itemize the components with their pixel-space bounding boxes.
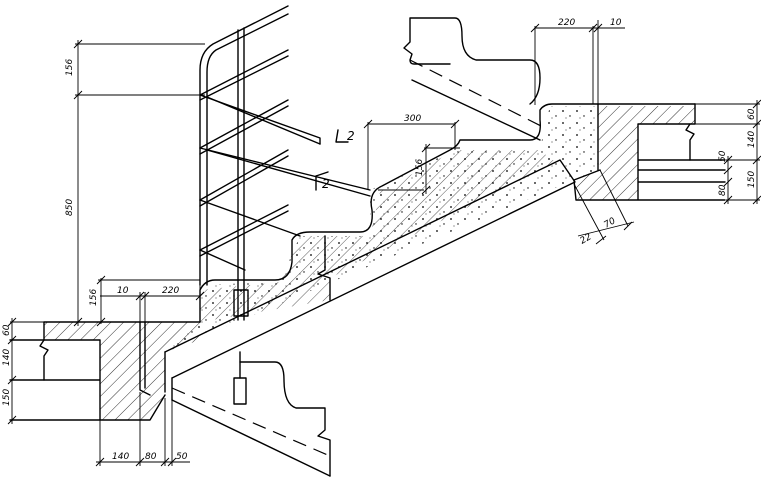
dim-step: 300 156 [363, 114, 460, 195]
section-mark-lower: 2 [315, 171, 330, 191]
stair-soffit [164, 159, 576, 379]
left-slab-outline [9, 321, 201, 421]
dim-bottom-landing-width: 220 [162, 286, 179, 296]
dim-angled-22: 22 [579, 232, 594, 247]
lower-flight-dash [171, 387, 331, 457]
railing-anchor-upper [233, 289, 249, 317]
dim-railing-total: 850 [65, 199, 75, 216]
dim-railing-top: 156 [65, 59, 75, 76]
dim-step-riser: 156 [415, 159, 425, 176]
lower-flight-edge [171, 399, 331, 477]
left-slab-inner [139, 321, 151, 396]
dim-bottom-80: 80 [145, 452, 157, 462]
left-slab-break [39, 339, 49, 381]
right-landing-top [597, 103, 696, 171]
dim-top-landing-width: 220 [558, 18, 575, 28]
soffit-joint-1 [317, 235, 331, 301]
dim-bottom-landing-riser: 156 [89, 289, 99, 306]
dim-left-slab: 60 140 150 [2, 317, 44, 425]
dim-right-slab: 60 140 50 150 80 [695, 99, 761, 205]
dim-right-140: 140 [747, 131, 757, 148]
dim-bottom-50: 50 [176, 452, 188, 462]
railing-balusters [199, 27, 371, 321]
dim-top-landing-gap: 10 [610, 18, 622, 28]
railing-handrail [199, 5, 289, 286]
dim-left-150: 150 [2, 389, 12, 406]
dim-left-140: 140 [2, 349, 12, 366]
stair-flight-hatch [200, 150, 560, 322]
dim-left-60: 60 [2, 324, 12, 336]
dim-right-50: 50 [718, 150, 728, 162]
railing-anchor-lower [233, 377, 247, 405]
stair-soffit-lower [164, 351, 173, 401]
dim-right-60: 60 [747, 108, 757, 120]
dim-bottom-landing: 10 220 156 [89, 275, 205, 327]
dim-step-tread: 300 [404, 114, 421, 124]
section-mark-upper: 2 [335, 129, 355, 143]
dim-right-80: 80 [718, 184, 728, 196]
upper-flight-dash [409, 59, 546, 129]
section-mark-upper-label: 2 [347, 129, 355, 143]
railing-handrail-inner [206, 13, 289, 286]
stair-step-profile [199, 103, 599, 323]
dim-right-150: 150 [747, 171, 757, 188]
upper-flight-profile [403, 17, 541, 105]
dim-angled-70: 70 [603, 216, 618, 231]
lower-flight-profile [239, 361, 331, 477]
dim-bottom-140: 140 [112, 452, 129, 462]
section-mark-lower-label: 2 [322, 177, 330, 191]
right-slab-hatch [574, 106, 695, 200]
right-slab-outline [573, 103, 726, 201]
left-slab-hatch [44, 322, 200, 420]
dim-top-landing: 220 10 [530, 18, 625, 105]
dim-bottom: 140 80 50 [95, 392, 190, 467]
right-slab-break [685, 123, 695, 161]
dim-bottom-landing-gap: 10 [117, 286, 129, 296]
upper-flight-edge [411, 79, 541, 141]
dim-railing: 156 850 [65, 39, 205, 327]
